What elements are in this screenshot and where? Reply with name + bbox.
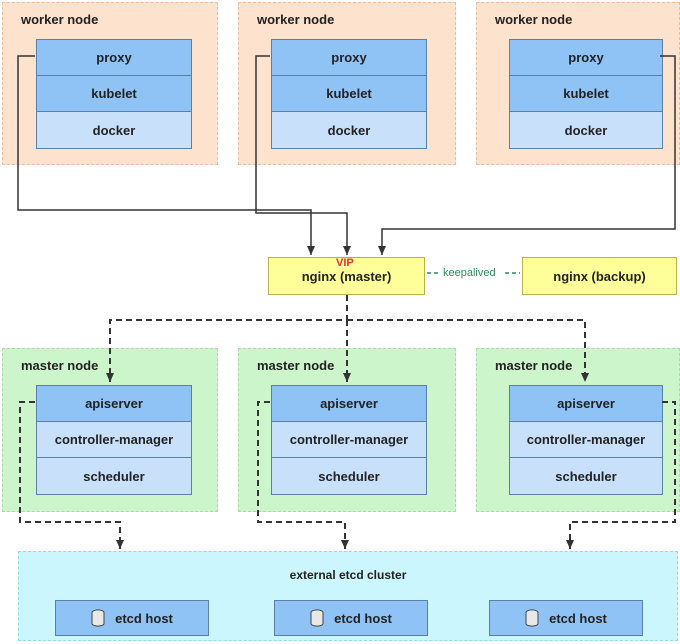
worker-node-title: worker node <box>21 12 99 27</box>
etcd-host-1: etcd host <box>55 600 209 636</box>
master-node-title: master node <box>495 358 573 373</box>
controller-manager-component: controller-manager <box>510 422 662 458</box>
kubelet-component: kubelet <box>510 76 662 112</box>
master-node-3: master node apiserver controller-manager… <box>476 348 680 512</box>
docker-component: docker <box>37 112 191 148</box>
worker-node-title: worker node <box>495 12 573 27</box>
etcd-host-2: etcd host <box>274 600 428 636</box>
proxy-component: proxy <box>272 40 426 76</box>
database-icon <box>91 609 105 627</box>
worker-component-stack: proxy kubelet docker <box>271 39 427 149</box>
etcd-host-label: etcd host <box>115 610 173 626</box>
worker-component-stack: proxy kubelet docker <box>36 39 192 149</box>
master-node-title: master node <box>21 358 99 373</box>
nginx-master-box: nginx (master) <box>268 257 425 295</box>
scheduler-component: scheduler <box>510 458 662 494</box>
worker-node-2: worker node proxy kubelet docker <box>238 2 456 165</box>
master-component-stack: apiserver controller-manager scheduler <box>36 385 192 495</box>
scheduler-component: scheduler <box>272 458 426 494</box>
apiserver-component: apiserver <box>37 386 191 422</box>
master-node-2: master node apiserver controller-manager… <box>238 348 456 512</box>
etcd-cluster: external etcd cluster etcd host etcd hos… <box>18 551 678 641</box>
master-component-stack: apiserver controller-manager scheduler <box>509 385 663 495</box>
etcd-cluster-title: external etcd cluster <box>289 568 407 582</box>
docker-component: docker <box>272 112 426 148</box>
worker-component-stack: proxy kubelet docker <box>509 39 663 149</box>
proxy-component: proxy <box>510 40 662 76</box>
worker-node-3: worker node proxy kubelet docker <box>476 2 680 165</box>
scheduler-component: scheduler <box>37 458 191 494</box>
master-component-stack: apiserver controller-manager scheduler <box>271 385 427 495</box>
master-node-1: master node apiserver controller-manager… <box>2 348 218 512</box>
etcd-host-label: etcd host <box>334 610 392 626</box>
etcd-host-3: etcd host <box>489 600 643 636</box>
database-icon <box>310 609 324 627</box>
docker-component: docker <box>510 112 662 148</box>
database-icon <box>525 609 539 627</box>
worker-node-1: worker node proxy kubelet docker <box>2 2 218 165</box>
vip-label: VIP <box>336 257 354 269</box>
keepalived-label: keepalived <box>443 267 496 279</box>
nginx-backup-box: nginx (backup) <box>522 257 677 295</box>
etcd-host-label: etcd host <box>549 610 607 626</box>
controller-manager-component: controller-manager <box>37 422 191 458</box>
controller-manager-component: controller-manager <box>272 422 426 458</box>
proxy-component: proxy <box>37 40 191 76</box>
kubelet-component: kubelet <box>272 76 426 112</box>
apiserver-component: apiserver <box>510 386 662 422</box>
master-node-title: master node <box>257 358 335 373</box>
apiserver-component: apiserver <box>272 386 426 422</box>
kubelet-component: kubelet <box>37 76 191 112</box>
worker-node-title: worker node <box>257 12 335 27</box>
